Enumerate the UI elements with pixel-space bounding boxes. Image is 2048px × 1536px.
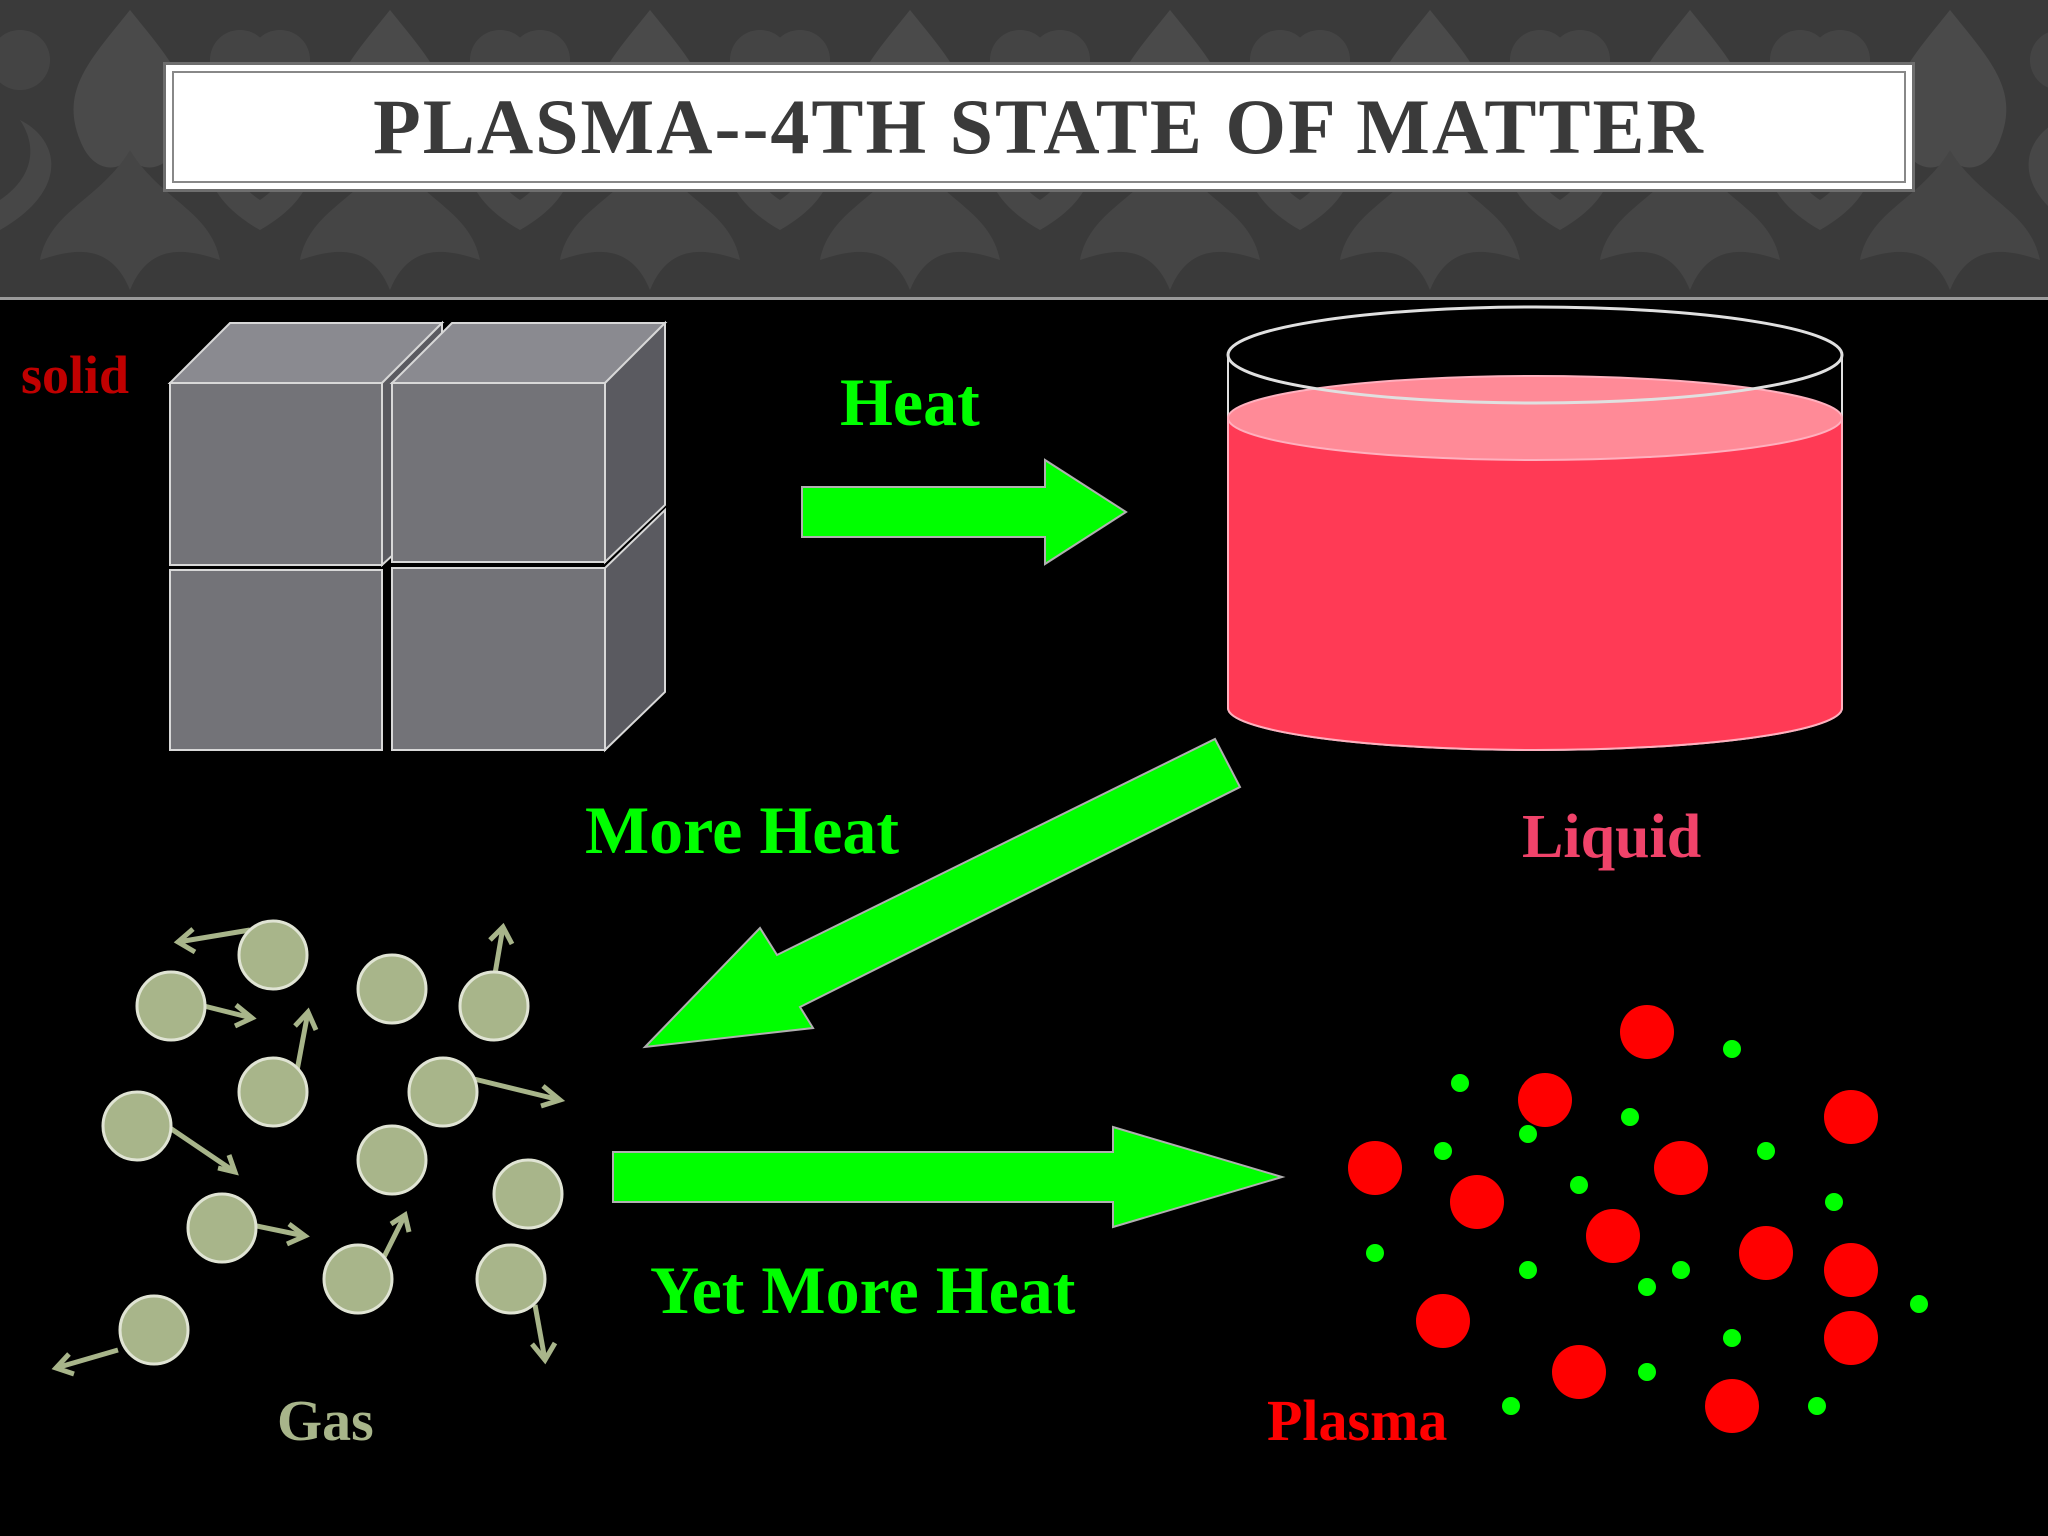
- more-heat-label: More Heat: [585, 792, 900, 868]
- plasma-electron: [1502, 1397, 1520, 1415]
- yet-more-heat-label: Yet More Heat: [650, 1252, 1076, 1328]
- liquid-label: Liquid: [1522, 803, 1702, 871]
- plasma-electron: [1434, 1142, 1452, 1160]
- plasma-ion: [1620, 1005, 1674, 1059]
- plasma-particles: [1348, 1005, 1928, 1433]
- plasma-electron: [1519, 1261, 1537, 1279]
- plasma-ion: [1416, 1294, 1470, 1348]
- solid-cubes: [167, 320, 668, 753]
- plasma-electron: [1723, 1040, 1741, 1058]
- plasma-ion: [1518, 1073, 1572, 1127]
- plasma-ion: [1586, 1209, 1640, 1263]
- solid-label: solid: [21, 345, 130, 405]
- plasma-electron: [1366, 1244, 1384, 1262]
- gas-particle: [186, 1192, 258, 1264]
- gas-particle: [492, 1158, 564, 1230]
- plasma-electron: [1451, 1074, 1469, 1092]
- heat-label: Heat: [840, 364, 980, 440]
- plasma-ion: [1705, 1379, 1759, 1433]
- plasma-electron: [1638, 1278, 1656, 1296]
- gas-particle: [237, 1056, 309, 1128]
- gas-particle: [118, 1294, 190, 1366]
- plasma-ion: [1654, 1141, 1708, 1195]
- plasma-electron: [1910, 1295, 1928, 1313]
- plasma-ion: [1739, 1226, 1793, 1280]
- plasma-ion: [1824, 1243, 1878, 1297]
- cube-front: [391, 382, 606, 563]
- heat-arrow: [801, 458, 1128, 566]
- plasma-electron: [1672, 1261, 1690, 1279]
- header-banner: PLASMA--4TH STATE OF MATTER: [0, 0, 2048, 297]
- plasma-electron: [1621, 1108, 1639, 1126]
- gas-particle: [237, 919, 309, 991]
- gas-particle: [407, 1056, 479, 1128]
- plasma-label: Plasma: [1267, 1388, 1448, 1453]
- plasma-electron: [1808, 1397, 1826, 1415]
- cube-front: [169, 382, 383, 566]
- title-box: PLASMA--4TH STATE OF MATTER: [163, 62, 1915, 192]
- plasma-ion: [1824, 1311, 1878, 1365]
- plasma-electron: [1825, 1193, 1843, 1211]
- plasma-ion: [1824, 1090, 1878, 1144]
- plasma-ion: [1450, 1175, 1504, 1229]
- gas-particle: [135, 970, 207, 1042]
- gas-label: Gas: [277, 1388, 374, 1453]
- gas-particle: [356, 1124, 428, 1196]
- plasma-electron: [1570, 1176, 1588, 1194]
- gas-particle: [101, 1090, 173, 1162]
- gas-particle: [322, 1243, 394, 1315]
- cube-front: [391, 567, 606, 751]
- plasma-ion: [1552, 1345, 1606, 1399]
- plasma-electron: [1757, 1142, 1775, 1160]
- plasma-electron: [1638, 1363, 1656, 1381]
- more-heat-arrow: [642, 737, 1242, 1049]
- yet-more-heat-arrow: [612, 1125, 1286, 1229]
- gas-particles: [51, 919, 566, 1377]
- slide-title: PLASMA--4TH STATE OF MATTER: [373, 83, 1705, 170]
- gas-particle: [475, 1243, 547, 1315]
- liquid-cylinder: [1226, 305, 1844, 751]
- plasma-ion: [1348, 1141, 1402, 1195]
- gas-particle: [356, 953, 428, 1025]
- plasma-electron: [1723, 1329, 1741, 1347]
- header-divider: [0, 297, 2048, 300]
- gas-particle: [458, 970, 530, 1042]
- cube-front: [169, 569, 383, 751]
- plasma-electron: [1519, 1125, 1537, 1143]
